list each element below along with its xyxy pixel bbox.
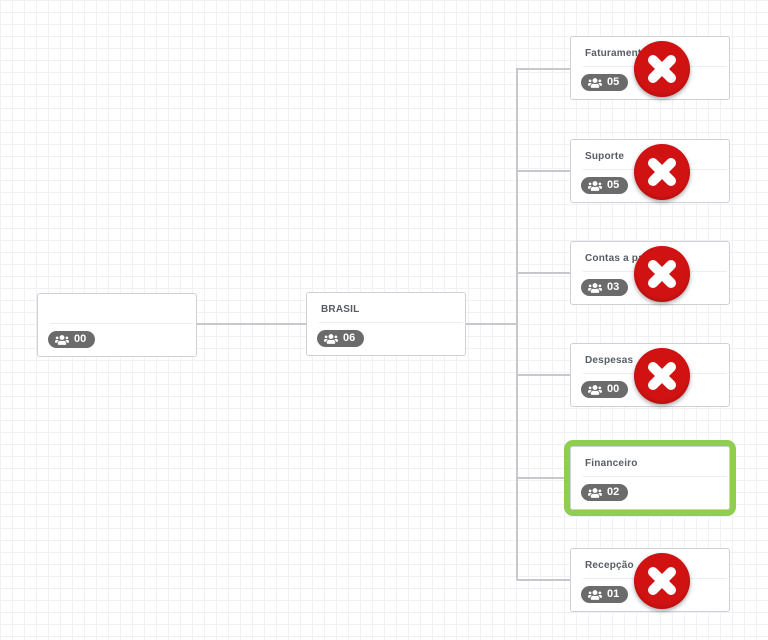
connector-root-brasil	[197, 323, 306, 325]
member-count: 02	[607, 486, 620, 498]
users-icon	[588, 282, 602, 294]
member-count-badge: 01	[581, 586, 629, 603]
x-circle-icon	[634, 348, 690, 404]
users-icon	[588, 180, 602, 192]
users-icon	[588, 384, 602, 396]
x-circle-icon	[634, 553, 690, 609]
node-divider	[583, 476, 727, 477]
member-count-badge: 00	[48, 331, 96, 348]
node-title: Faturamento	[585, 48, 648, 59]
node-title	[52, 305, 182, 316]
node-divider	[319, 322, 463, 323]
org-node-financeiro[interactable]: Financeiro 02	[570, 446, 730, 510]
member-count: 01	[607, 588, 620, 600]
node-title: BRASIL	[321, 304, 360, 315]
member-count: 03	[607, 281, 620, 293]
delete-node-button[interactable]	[634, 41, 690, 97]
delete-node-button[interactable]	[634, 348, 690, 404]
connector-branch-financeiro	[517, 477, 564, 479]
delete-node-button[interactable]	[634, 144, 690, 200]
member-count: 05	[607, 76, 620, 88]
org-node-root[interactable]: 00	[37, 293, 197, 357]
connector-branch-faturamento	[517, 68, 570, 70]
users-icon	[55, 334, 69, 346]
member-count-badge: 02	[581, 484, 629, 501]
member-count-badge: 00	[581, 381, 629, 398]
org-node-brasil[interactable]: BRASIL 06	[306, 292, 466, 356]
org-node-faturamento[interactable]: Faturamento 05	[570, 36, 730, 100]
node-title: Recepção	[585, 560, 634, 571]
member-count: 05	[607, 179, 620, 191]
member-count: 06	[343, 332, 356, 344]
x-circle-icon	[634, 144, 690, 200]
member-count-badge: 05	[581, 74, 629, 91]
member-count-badge: 06	[317, 330, 365, 347]
org-node-contas-a-pagar[interactable]: Contas a pagar 03	[570, 241, 730, 305]
delete-node-button[interactable]	[634, 553, 690, 609]
node-title: Contas a pagar	[585, 253, 661, 264]
member-count: 00	[74, 333, 87, 345]
connector-branch-despesas	[517, 374, 570, 376]
org-node-suporte[interactable]: Suporte 05	[570, 139, 730, 203]
connector-branch-contas-a-pagar	[517, 272, 570, 274]
org-node-recepcao[interactable]: Recepção 01	[570, 548, 730, 612]
x-circle-icon	[634, 41, 690, 97]
connector-brasil-trunk	[466, 323, 517, 325]
users-icon	[324, 333, 338, 345]
node-title: Financeiro	[585, 458, 638, 469]
connector-branch-recepcao	[517, 579, 570, 581]
users-icon	[588, 589, 602, 601]
node-title: Suporte	[585, 151, 625, 162]
selected-node-highlight: Financeiro 02	[564, 440, 736, 516]
org-node-despesas[interactable]: Despesas 00	[570, 343, 730, 407]
member-count-badge: 05	[581, 177, 629, 194]
node-divider	[50, 323, 194, 324]
member-count-badge: 03	[581, 279, 629, 296]
node-title: Despesas	[585, 355, 634, 366]
x-circle-icon	[634, 246, 690, 302]
connector-branch-suporte	[517, 170, 570, 172]
users-icon	[588, 77, 602, 89]
delete-node-button[interactable]	[634, 246, 690, 302]
member-count: 00	[607, 383, 620, 395]
connector-trunk	[516, 68, 518, 580]
users-icon	[588, 487, 602, 499]
